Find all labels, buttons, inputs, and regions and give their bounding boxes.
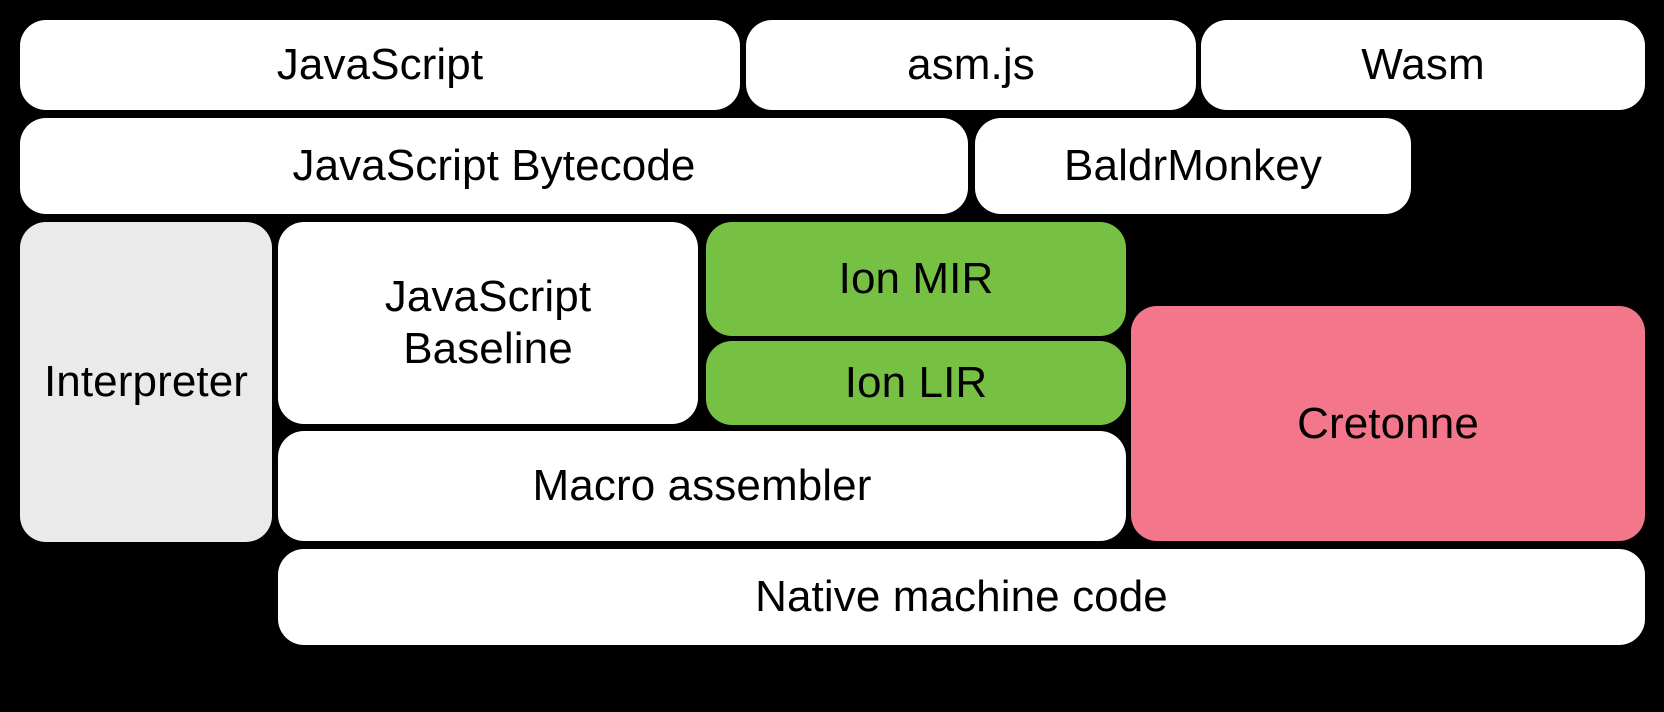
node-wasm-label: Wasm [1361, 40, 1485, 90]
node-cretonne-label: Cretonne [1297, 398, 1479, 448]
node-baldrmonkey-label: BaldrMonkey [1064, 141, 1322, 191]
node-ion-mir[interactable]: Ion MIR [706, 222, 1126, 336]
node-asmjs-label: asm.js [907, 40, 1035, 90]
node-macro-assembler[interactable]: Macro assembler [278, 431, 1126, 541]
node-ion-lir[interactable]: Ion LIR [706, 341, 1126, 425]
node-native-machine-code[interactable]: Native machine code [278, 549, 1645, 645]
node-asmjs[interactable]: asm.js [746, 20, 1196, 110]
node-javascript-bytecode-label: JavaScript Bytecode [292, 141, 696, 191]
node-javascript-baseline-label: JavaScript Baseline [384, 272, 592, 373]
node-wasm[interactable]: Wasm [1201, 20, 1645, 110]
node-ion-lir-label: Ion LIR [844, 358, 988, 408]
node-macro-assembler-label: Macro assembler [532, 461, 872, 511]
node-javascript-label: JavaScript [276, 40, 484, 90]
node-cretonne[interactable]: Cretonne [1131, 306, 1645, 541]
node-javascript-baseline[interactable]: JavaScript Baseline [278, 222, 698, 424]
node-interpreter[interactable]: Interpreter [20, 222, 272, 542]
node-javascript-bytecode[interactable]: JavaScript Bytecode [20, 118, 968, 214]
node-javascript[interactable]: JavaScript [20, 20, 740, 110]
node-ion-mir-label: Ion MIR [838, 254, 994, 304]
node-native-machine-code-label: Native machine code [755, 572, 1168, 622]
node-baldrmonkey[interactable]: BaldrMonkey [975, 118, 1411, 214]
node-interpreter-label: Interpreter [43, 357, 249, 407]
